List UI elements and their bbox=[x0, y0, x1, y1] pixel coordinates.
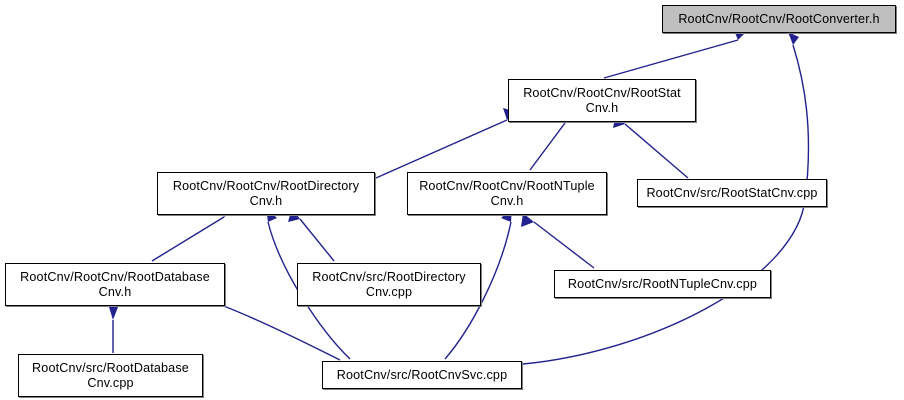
graph-edge-rootstatcnv_cpp-to-rootstatcnv_h bbox=[624, 123, 689, 179]
graph-arrowhead-icon bbox=[109, 307, 118, 320]
graph-node-rootntuplecnv_h[interactable]: RootCnv/RootCnv/RootNTuple Cnv.h bbox=[407, 172, 607, 215]
graph-node-label: RootCnv/RootCnv/RootConverter.h bbox=[678, 11, 880, 26]
graph-edge-rootdirectorycnv_h-to-rootstatcnv_h bbox=[375, 119, 508, 179]
graph-arrowhead-icon bbox=[788, 32, 799, 45]
graph-edge-rootcnvsvc_cpp-to-rootconverter_h bbox=[522, 44, 810, 365]
graph-node-rootstatcnv_cpp[interactable]: RootCnv/src/RootStatCnv.cpp bbox=[637, 179, 827, 207]
graph-node-rootdirectorycnv_cpp[interactable]: RootCnv/src/RootDirectory Cnv.cpp bbox=[297, 263, 481, 306]
graph-edge-rootstatcnv_h-to-rootconverter_h bbox=[603, 39, 739, 79]
graph-node-rootdatabasecnv_cpp[interactable]: RootCnv/src/RootDatabase Cnv.cpp bbox=[18, 354, 203, 397]
graph-node-label: RootCnv/src/RootDirectory Cnv.cpp bbox=[312, 269, 466, 299]
graph-node-label: RootCnv/RootCnv/RootDirectory Cnv.h bbox=[172, 178, 360, 208]
graph-edge-rootdirectorycnv_cpp-to-rootdirectorycnv_h bbox=[299, 218, 335, 262]
graph-node-label: RootCnv/src/RootDatabase Cnv.cpp bbox=[32, 360, 189, 390]
graph-node-rootntuplecnv_cpp[interactable]: RootCnv/src/RootNTupleCnv.cpp bbox=[554, 270, 771, 298]
graph-node-label: RootCnv/RootCnv/RootDatabase Cnv.h bbox=[20, 269, 210, 299]
graph-arrowhead-icon bbox=[521, 213, 534, 227]
graph-node-label: RootCnv/RootCnv/RootNTuple Cnv.h bbox=[419, 178, 595, 208]
graph-node-label: RootCnv/RootCnv/RootStat Cnv.h bbox=[523, 85, 681, 115]
graph-node-rootcnvsvc_cpp[interactable]: RootCnv/src/RootCnvSvc.cpp bbox=[322, 361, 522, 389]
graph-node-rootdirectorycnv_h[interactable]: RootCnv/RootCnv/RootDirectory Cnv.h bbox=[157, 172, 375, 215]
graph-node-rootdatabasecnv_h[interactable]: RootCnv/RootCnv/RootDatabase Cnv.h bbox=[5, 263, 225, 306]
graph-edge-rootcnvsvc_cpp-to-rootntuplecnv_h bbox=[444, 221, 512, 360]
graph-node-rootconverter_h[interactable]: RootCnv/RootCnv/RootConverter.h bbox=[662, 5, 896, 33]
graph-edge-rootdatabasecnv_h-to-rootdirectorycnv_h bbox=[151, 216, 225, 262]
graph-edge-rootntuplecnv_h-to-rootstatcnv_h bbox=[529, 122, 566, 171]
graph-node-label: RootCnv/src/RootNTupleCnv.cpp bbox=[567, 276, 758, 291]
graph-node-label: RootCnv/src/RootStatCnv.cpp bbox=[646, 185, 818, 200]
graph-edge-rootntuplecnv_cpp-to-rootntuplecnv_h bbox=[533, 221, 595, 269]
graph-node-label: RootCnv/src/RootCnvSvc.cpp bbox=[336, 367, 508, 382]
graph-node-rootstatcnv_h[interactable]: RootCnv/RootCnv/RootStat Cnv.h bbox=[508, 79, 696, 122]
